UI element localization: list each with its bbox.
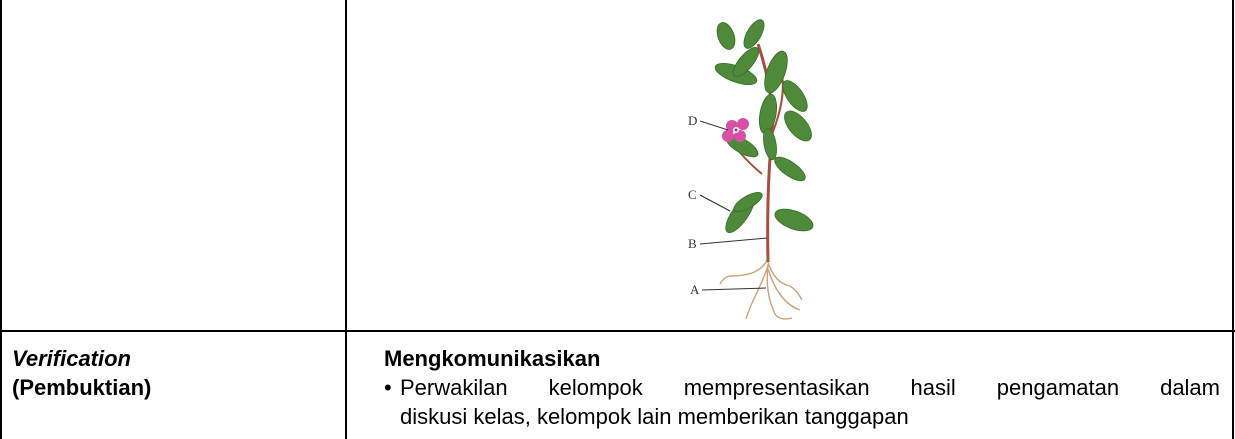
table-border-left	[0, 0, 2, 439]
table-column-divider	[345, 0, 347, 439]
phase-label-indonesian: (Pembuktian)	[12, 373, 151, 402]
flower	[722, 118, 749, 142]
plant-illustration: D C B A	[650, 14, 830, 328]
plant-label-b: B	[688, 236, 697, 251]
phase-label-english: Verification	[12, 344, 151, 373]
bullet-text: Perwakilan kelompok mempresentasikan has…	[400, 373, 1220, 431]
plant-label-a: A	[690, 282, 700, 297]
phase-label-cell: Verification (Pembuktian)	[12, 344, 151, 402]
table-border-right	[1232, 0, 1234, 439]
bullet-text-line1: Perwakilan kelompok mempresentasikan has…	[400, 373, 1220, 402]
plant-label-c: C	[688, 187, 697, 202]
bullet-icon: •	[384, 373, 400, 431]
table-row-divider	[0, 330, 1235, 332]
bullet-item: • Perwakilan kelompok mempresentasikan h…	[384, 373, 1220, 431]
plant-label-d: D	[688, 113, 697, 128]
bullet-text-line2: diskusi kelas, kelompok lain memberikan …	[400, 402, 1220, 431]
activity-cell: Mengkomunikasikan • Perwakilan kelompok …	[384, 344, 1220, 431]
activity-heading: Mengkomunikasikan	[384, 344, 1220, 373]
